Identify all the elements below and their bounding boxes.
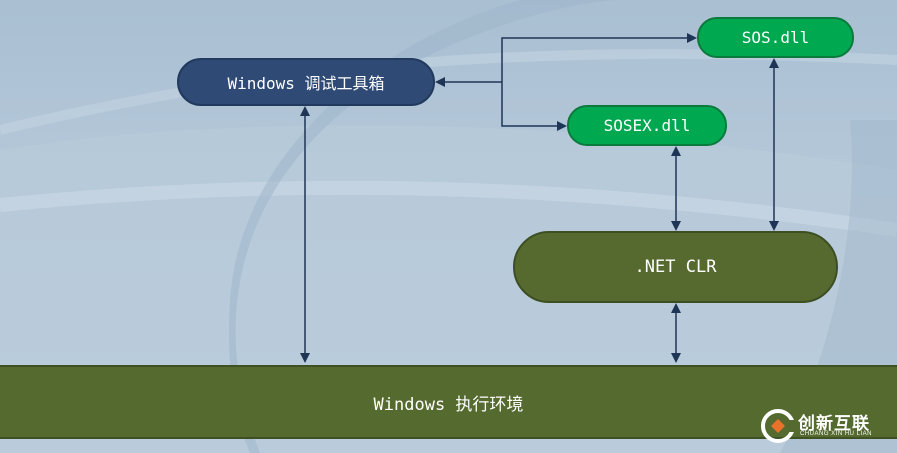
windows-execution-environment-node: Windows 执行环境 [0,365,897,439]
brand-name: 创新互联 [798,414,870,433]
dotnet-clr-node: .NET CLR [513,231,838,303]
brand-subtitle: CHUANG XIN HU LIAN [800,431,873,437]
sos-dll-node: SOS.dll [697,17,854,58]
windows-debugging-tools-node: Windows 调试工具箱 [177,58,435,106]
sosex-dll-node: SOSEX.dll [567,105,727,146]
brand-logo-icon [761,409,797,443]
